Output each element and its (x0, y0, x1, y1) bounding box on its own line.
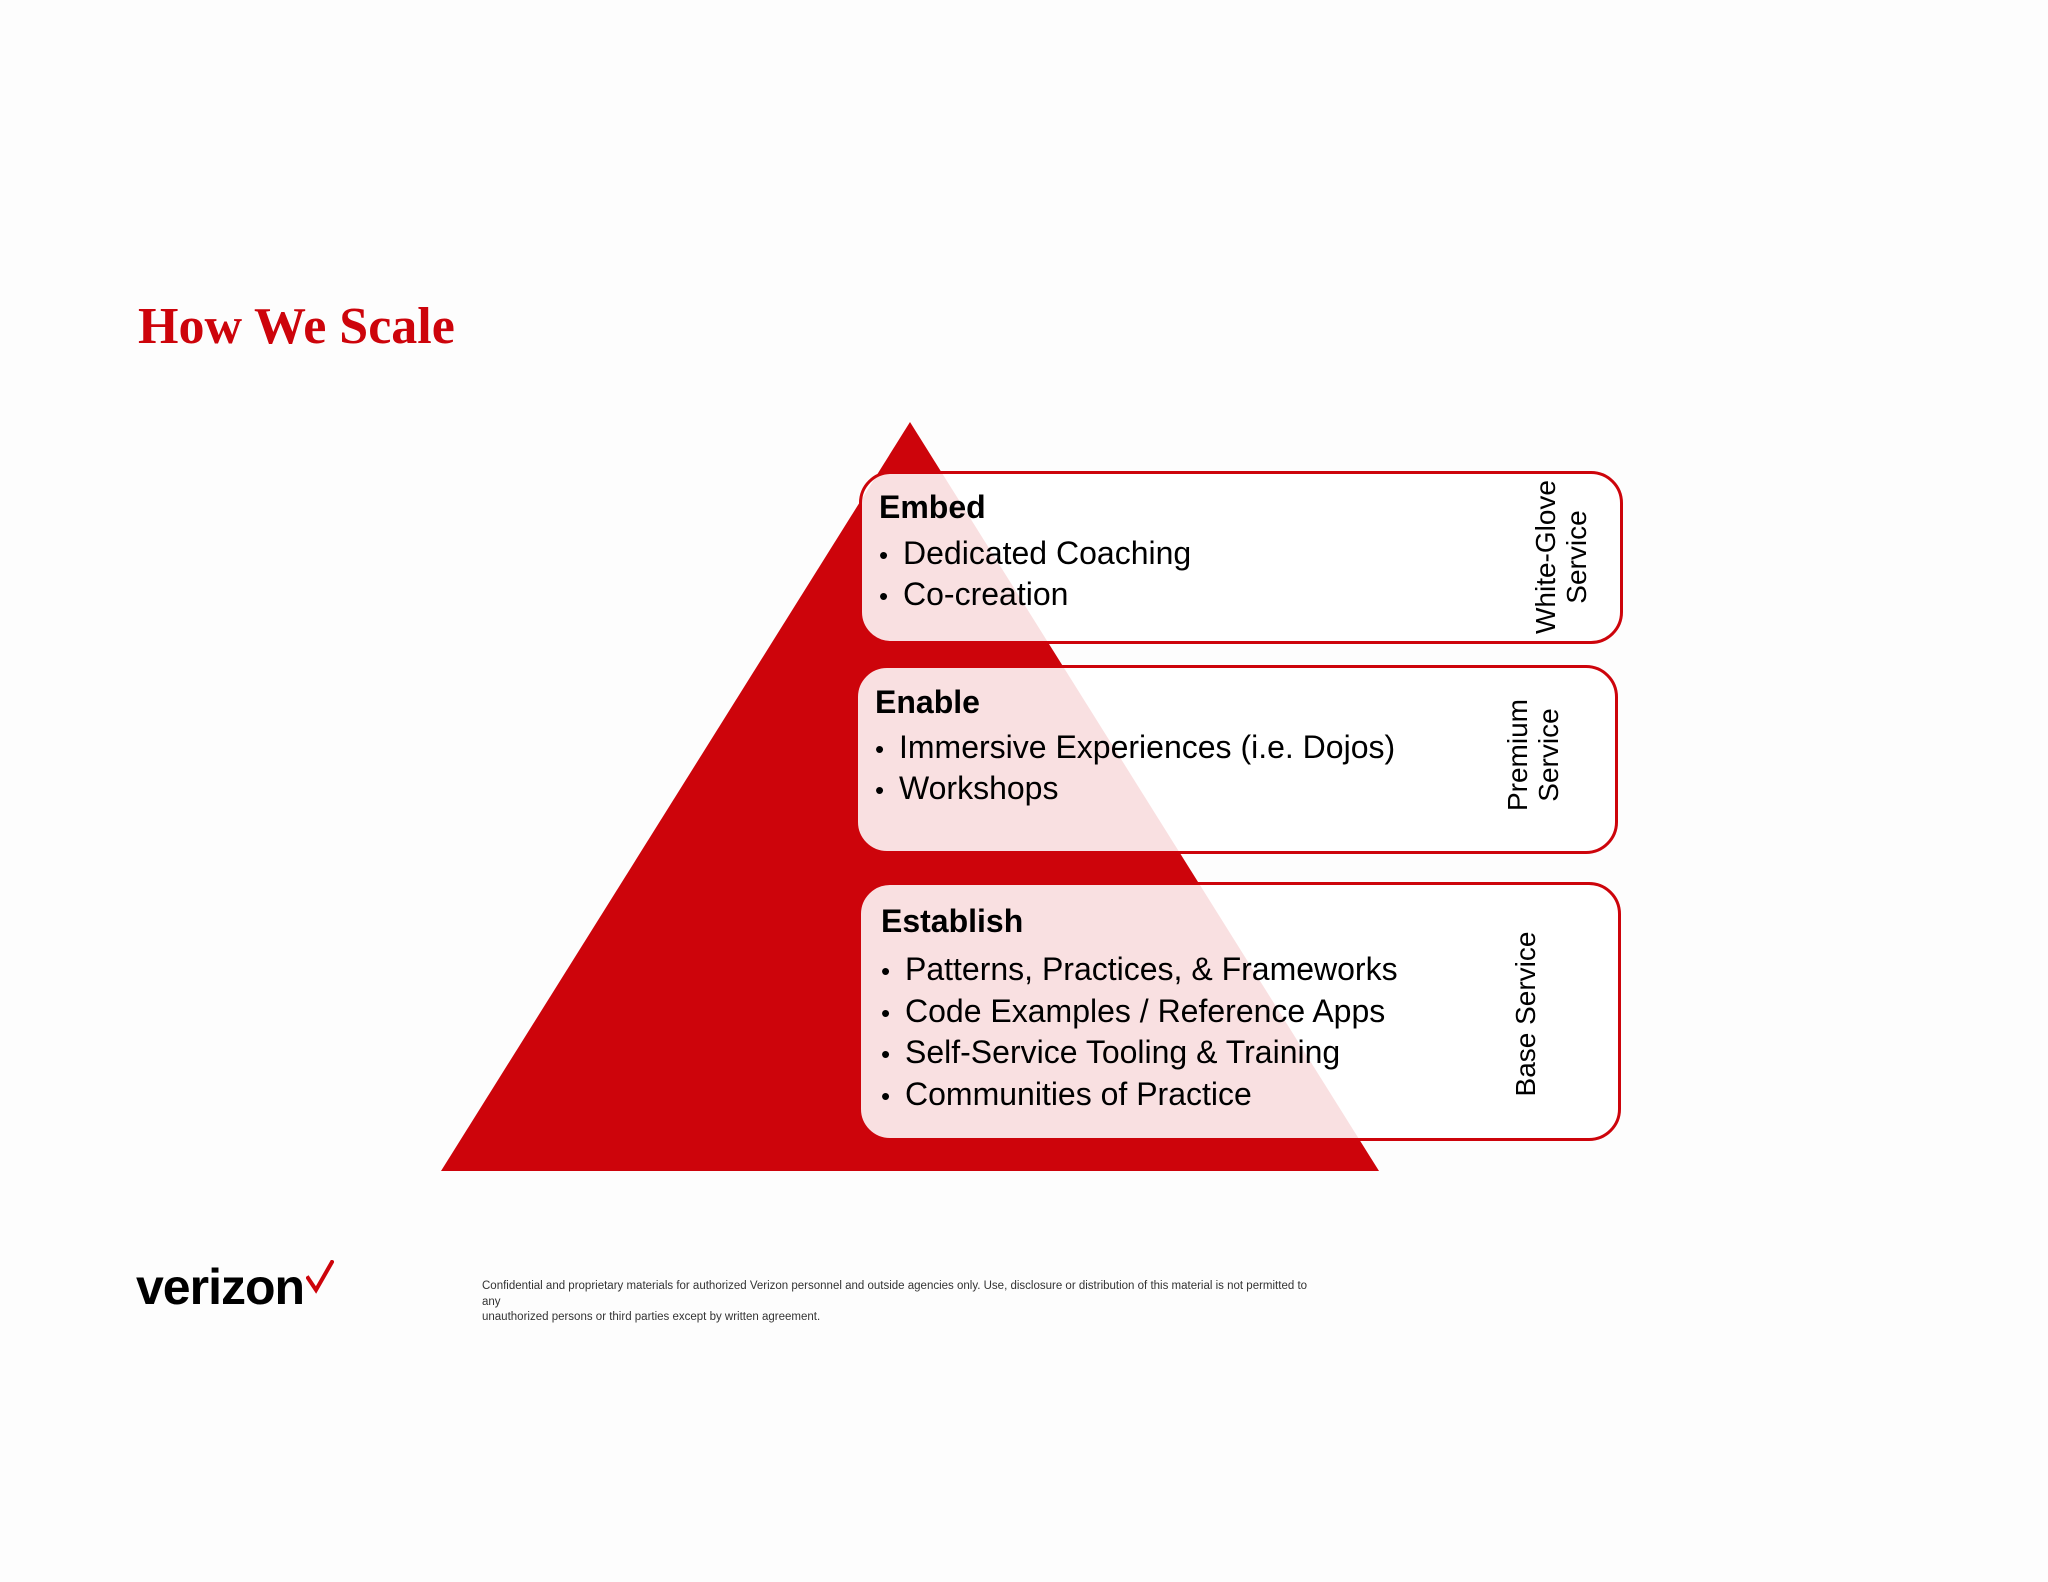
side-label-line: Service (1560, 510, 1592, 604)
side-label-line: Premium (1502, 699, 1533, 812)
tier-enable: Enable Immersive Experiences (i.e. Dojos… (855, 665, 1618, 854)
tier-side-label: Premium Service (1502, 680, 1573, 830)
slide-title: How We Scale (138, 298, 455, 355)
list-item: Self-Service Tooling & Training (881, 1033, 1398, 1075)
disclaimer-line: unauthorized persons or third parties ex… (482, 1311, 821, 1324)
confidentiality-disclaimer: Confidential and proprietary materials f… (482, 1279, 1322, 1326)
tier-heading: Embed (879, 489, 986, 525)
list-item: Workshops (875, 769, 1395, 810)
verizon-logo: verizon (136, 1259, 335, 1315)
list-item: Immersive Experiences (i.e. Dojos) (875, 728, 1395, 769)
tier-list: Patterns, Practices, & Frameworks Code E… (881, 950, 1398, 1116)
tier-heading: Establish (881, 903, 1024, 939)
list-item: Patterns, Practices, & Frameworks (881, 950, 1398, 992)
tier-heading: Enable (875, 684, 980, 720)
tier-establish: Establish Patterns, Practices, & Framewo… (858, 882, 1621, 1141)
disclaimer-line: Confidential and proprietary materials f… (482, 1280, 1308, 1308)
list-item: Co-creation (879, 575, 1191, 616)
tier-list: Immersive Experiences (i.e. Dojos) Works… (875, 728, 1395, 810)
list-item: Communities of Practice (881, 1075, 1398, 1117)
tier-list: Dedicated Coaching Co-creation (879, 534, 1191, 616)
logo-wordmark: verizon (136, 1259, 305, 1315)
tier-side-label: Base Service (1510, 924, 1545, 1104)
side-label-line: Base Service (1510, 931, 1541, 1097)
tier-embed: Embed Dedicated Coaching Co-creation Whi… (859, 471, 1623, 644)
list-item: Dedicated Coaching (879, 534, 1191, 575)
list-item: Code Examples / Reference Apps (881, 992, 1398, 1034)
side-label-line: Service (1532, 708, 1564, 802)
tier-side-label: White-Glove Service (1530, 467, 1601, 647)
side-label-line: White-Glove (1530, 479, 1561, 635)
checkmark-icon (306, 1260, 335, 1294)
